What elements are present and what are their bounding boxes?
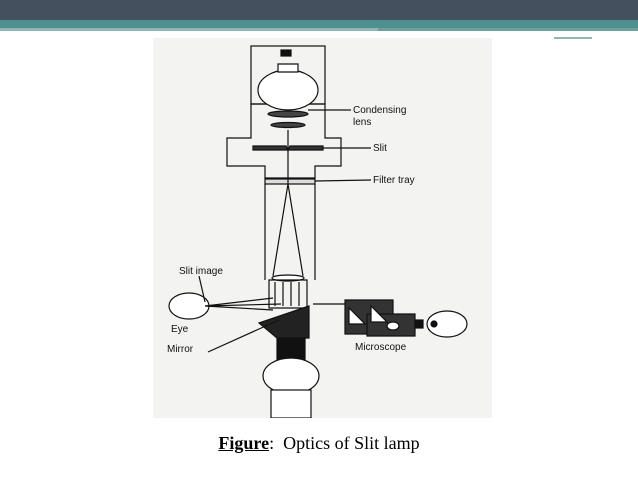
label-lens: lens [353, 117, 371, 128]
stand-knob [262, 357, 320, 395]
condensing-lens-2 [270, 121, 306, 129]
lamp-bulb [257, 69, 319, 111]
eye-shape [168, 292, 210, 320]
header-thin-rule-right [378, 28, 638, 31]
label-slit-image: Slit image [179, 266, 223, 277]
caption-text: Optics of Slit lamp [283, 433, 420, 453]
label-eye: Eye [171, 324, 189, 335]
header-teal-band [0, 20, 638, 28]
leader-slit-image [198, 275, 206, 303]
figure-caption: Figure: Optics of Slit lamp [0, 433, 638, 454]
mirror-block [257, 305, 310, 339]
rays-to-eye [204, 297, 282, 311]
slit-lamp-optics-svg: Condensing lens Slit Filter tray Slit im… [167, 45, 468, 418]
microscope-prism-2 [370, 304, 389, 323]
microscope-lens [386, 321, 400, 331]
observer-pupil [430, 320, 438, 328]
caption-separator: : [269, 433, 275, 453]
bulb-neck [277, 63, 299, 73]
condensing-lens-1 [267, 110, 309, 118]
label-filter-tray: Filter tray [373, 175, 415, 186]
observer-eye [426, 310, 468, 338]
label-condensing: Condensing [353, 105, 406, 116]
microscope-prism-1 [348, 306, 367, 325]
header-thin-rule-left [0, 28, 378, 31]
illumination-housing [226, 103, 342, 179]
leader-mirror [207, 319, 280, 353]
label-slit: Slit [373, 143, 387, 154]
projection-tube [264, 184, 316, 280]
slide-header-bar [0, 0, 638, 39]
caption-prefix: Figure [218, 433, 270, 453]
light-rays [272, 130, 304, 277]
lamp-cap [280, 49, 292, 57]
label-microscope: Microscope [355, 342, 407, 353]
filter-tray [264, 178, 316, 185]
microscope-eyepiece [414, 319, 424, 329]
slit-lamp-diagram: Condensing lens Slit Filter tray Slit im… [153, 38, 492, 418]
header-accent-dash [554, 37, 592, 39]
slit-plate [252, 145, 324, 152]
leader-filter [314, 179, 372, 182]
header-dark-band [0, 0, 638, 20]
label-mirror: Mirror [167, 344, 194, 355]
stand-column [270, 389, 312, 418]
prism-lines [274, 282, 300, 306]
